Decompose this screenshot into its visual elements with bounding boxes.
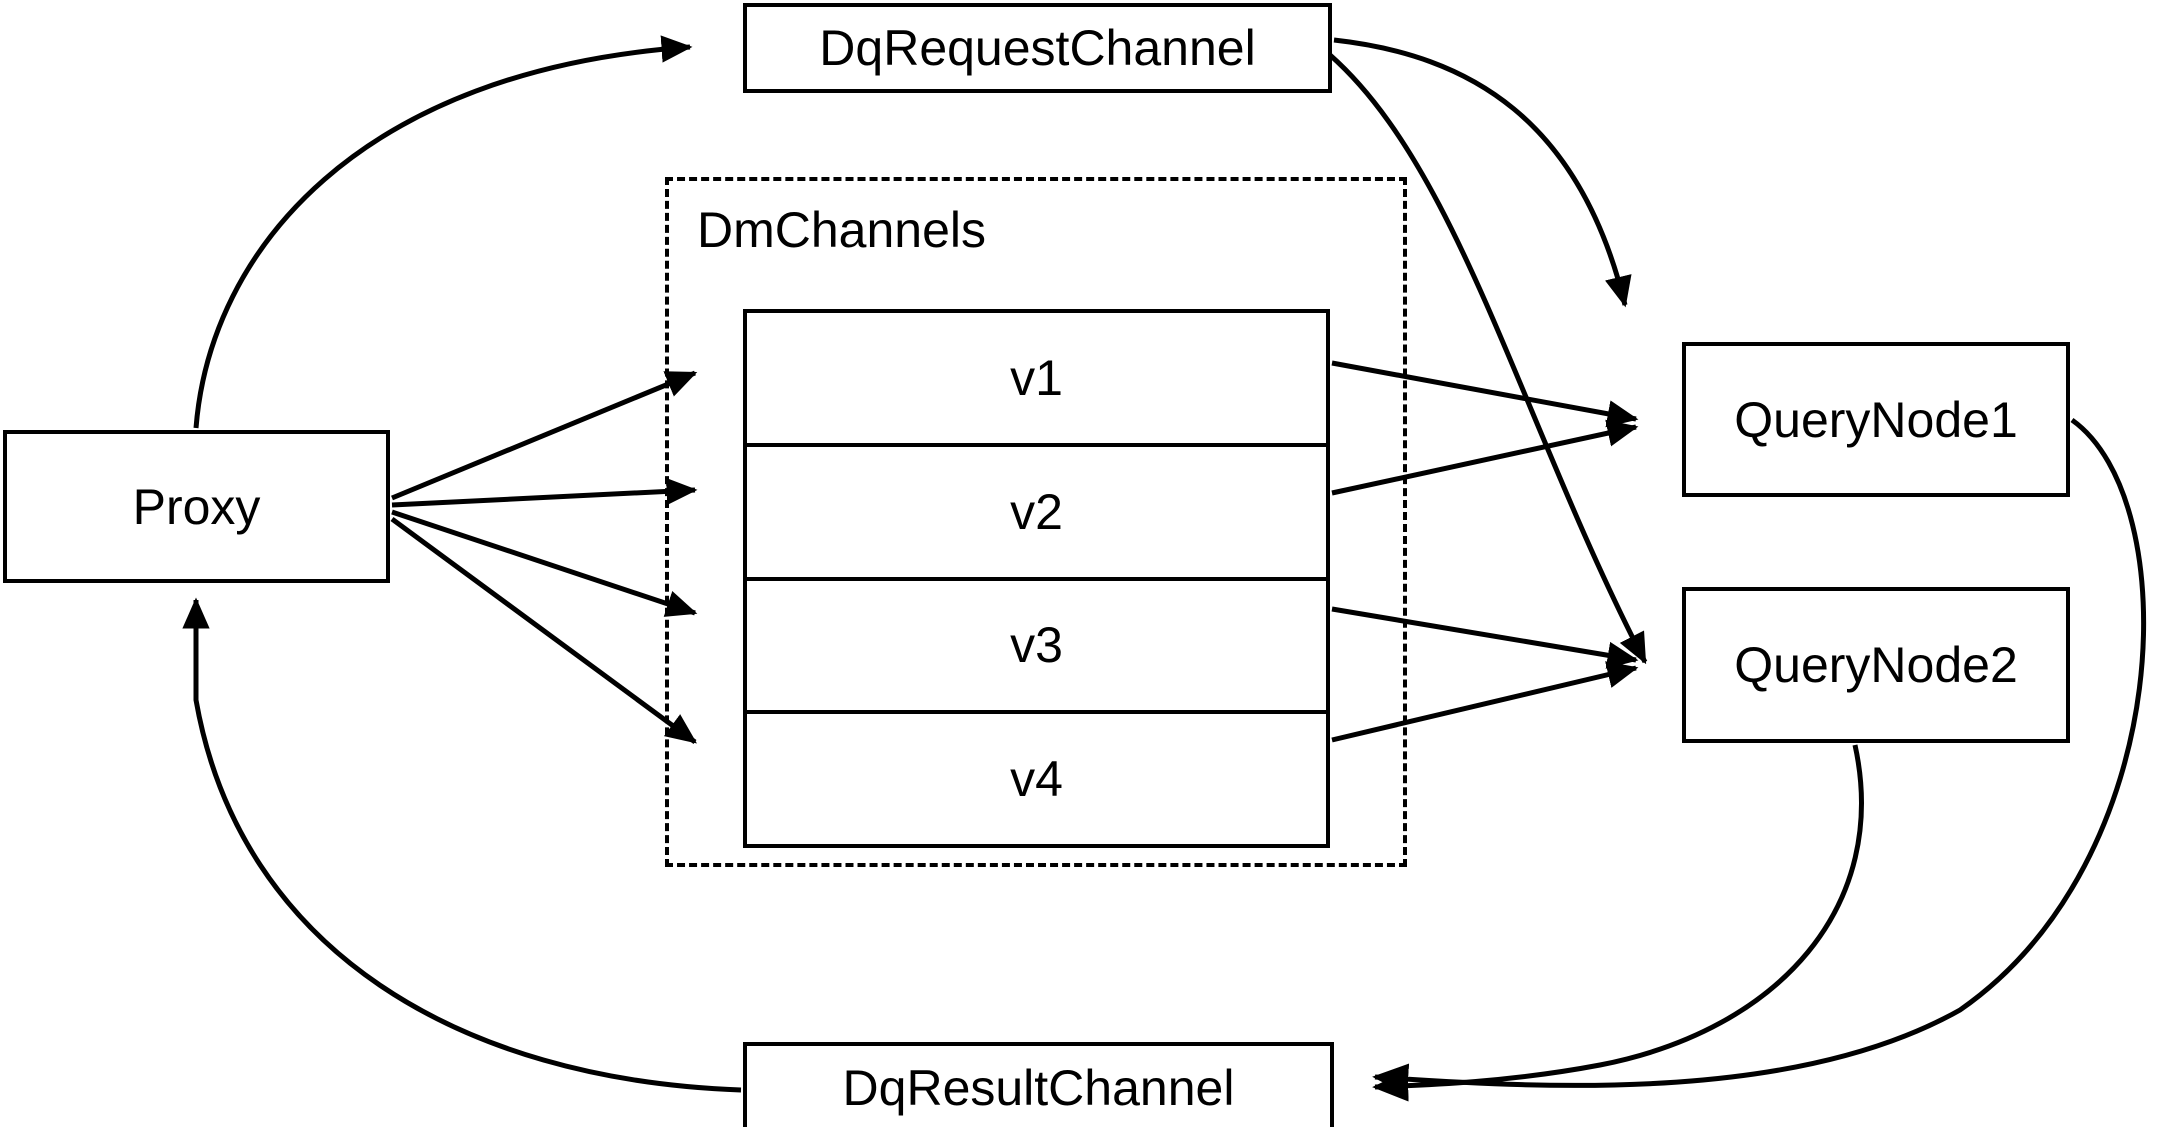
edge-v4-to-querynode2 bbox=[1331, 661, 1639, 743]
dm-channel-v3-label: v3 bbox=[1010, 617, 1063, 674]
dm-channel-v4[interactable]: v4 bbox=[747, 714, 1326, 844]
node-query-node-2-label: QueryNode2 bbox=[1734, 637, 2018, 693]
dm-channel-v1-label: v1 bbox=[1010, 349, 1063, 406]
edge-dqrequestchannel-to-querynode1 bbox=[1333, 37, 1632, 308]
node-dq-request-channel-label: DqRequestChannel bbox=[819, 20, 1256, 76]
node-query-node-1-label: QueryNode1 bbox=[1734, 391, 2018, 448]
edge-proxy-to-v2 bbox=[391, 477, 698, 508]
node-proxy-label: Proxy bbox=[132, 478, 261, 535]
dm-channel-v3[interactable]: v3 bbox=[747, 580, 1326, 715]
edge-v3-to-querynode2 bbox=[1331, 606, 1639, 669]
node-query-node-1[interactable]: QueryNode1 bbox=[1682, 342, 2070, 497]
node-proxy[interactable]: Proxy bbox=[3, 430, 390, 583]
group-dmchannels: DmChannels bbox=[665, 177, 1407, 867]
node-query-node-2[interactable]: QueryNode2 bbox=[1682, 587, 2070, 743]
group-dmchannels-label: DmChannels bbox=[697, 202, 987, 258]
edge-v1-to-querynode1 bbox=[1331, 360, 1639, 428]
node-dq-request-channel[interactable]: DqRequestChannel bbox=[743, 3, 1332, 93]
node-dq-result-channel[interactable]: DqResultChannel bbox=[743, 1042, 1334, 1127]
edge-proxy-to-dqrequestchannel bbox=[193, 35, 693, 429]
node-dq-result-channel-label: DqResultChannel bbox=[842, 1060, 1235, 1116]
dm-channel-v2[interactable]: v2 bbox=[747, 446, 1326, 581]
dm-channel-list: v1 v2 v3 v4 bbox=[743, 309, 1330, 848]
edge-dqrequestchannel-to-querynode2 bbox=[1328, 53, 1648, 665]
edge-v2-to-querynode1 bbox=[1331, 419, 1639, 496]
edge-dqresultchannel-to-proxy bbox=[182, 597, 742, 1093]
edge-proxy-to-v1 bbox=[391, 370, 698, 501]
edge-querynode2-to-dqresultchannel bbox=[1372, 744, 1864, 1102]
edge-proxy-to-v4 bbox=[390, 516, 697, 745]
edge-proxy-to-v3 bbox=[391, 509, 698, 617]
dm-channel-v4-label: v4 bbox=[1010, 751, 1063, 808]
edge-querynode1-to-dqresultchannel bbox=[1372, 417, 2147, 1096]
dm-channel-v1[interactable]: v1 bbox=[747, 313, 1326, 447]
dm-channel-v2-label: v2 bbox=[1010, 483, 1063, 540]
